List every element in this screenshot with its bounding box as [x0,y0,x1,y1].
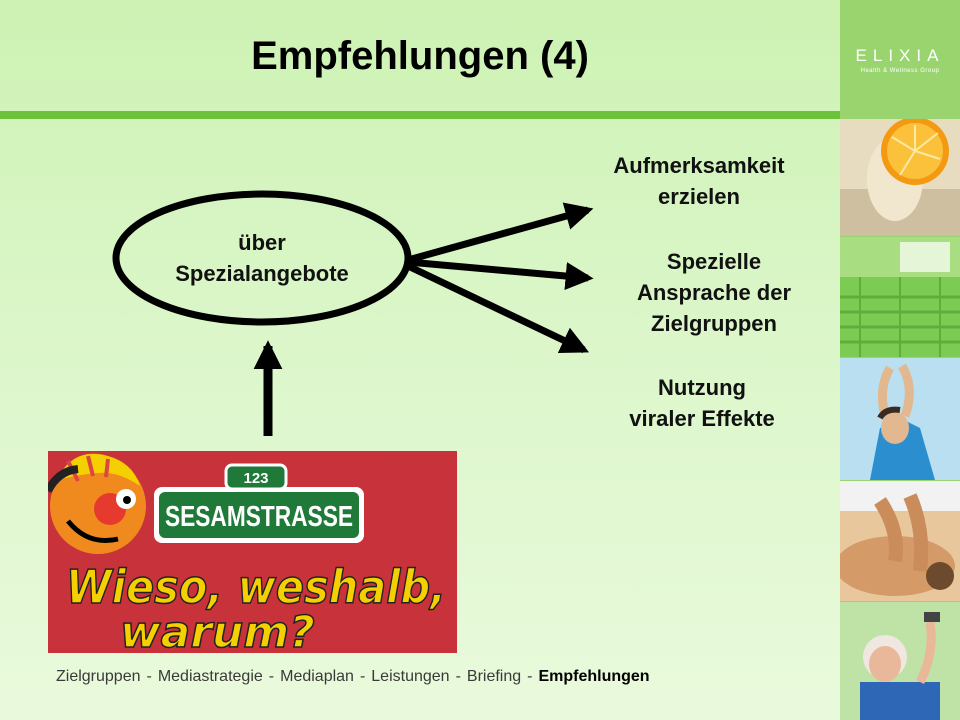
source-label: über Spezialangebote [175,230,349,286]
target-label-3: Nutzung viraler Effekte [629,375,775,431]
brand-logo: ELIXIA Health & Wellness Group [840,0,960,118]
photo-sauna-icon [840,237,960,357]
flow-diagram [112,190,594,436]
footer-item-empfehlungen[interactable]: Empfehlungen [538,668,650,685]
photo-senior-icon [840,602,960,720]
target-label-1: Aufmerksamkeit erzielen [613,153,785,209]
svg-text:SESAMSTRASSE: SESAMSTRASSE [165,501,353,533]
brand-name: ELIXIA [855,46,945,65]
footer-item-leistungen[interactable]: Leistungen [371,668,450,685]
footer-item-mediastrategie[interactable]: Mediastrategie [157,668,263,685]
street-sign: 123 SESAMSTRASSE [154,463,364,543]
arrow-to-target-3 [406,262,590,354]
photo-orange-icon [840,119,960,236]
footer-item-zielgruppen[interactable]: Zielgruppen [56,668,141,685]
photo-yoga-icon [840,358,960,480]
slogan-line2: warum? [120,607,315,653]
footer-item-mediaplan[interactable]: Mediaplan [280,668,354,685]
title-underline [0,111,840,119]
sesamstrasse-image: 123 SESAMSTRASSE Wieso, weshalb, warum? [48,451,457,653]
target-label-2: Spezielle Ansprache der Zielgruppen [636,249,792,336]
footer-breadcrumb: Zielgruppen-Mediastrategie-Mediaplan-Lei… [56,668,650,685]
arrow-to-target-2 [407,258,594,290]
brand-tagline: Health & Wellness Group [860,68,940,74]
photo-massage-icon [840,481,960,601]
arrow-to-target-1 [407,202,594,264]
footer-item-briefing[interactable]: Briefing [466,668,522,685]
svg-text:123: 123 [243,470,268,487]
slogan-line1: Wieso, weshalb, [66,560,446,614]
slide-title: Empfehlungen (4) [251,34,589,78]
ernie-character-icon [48,453,146,554]
